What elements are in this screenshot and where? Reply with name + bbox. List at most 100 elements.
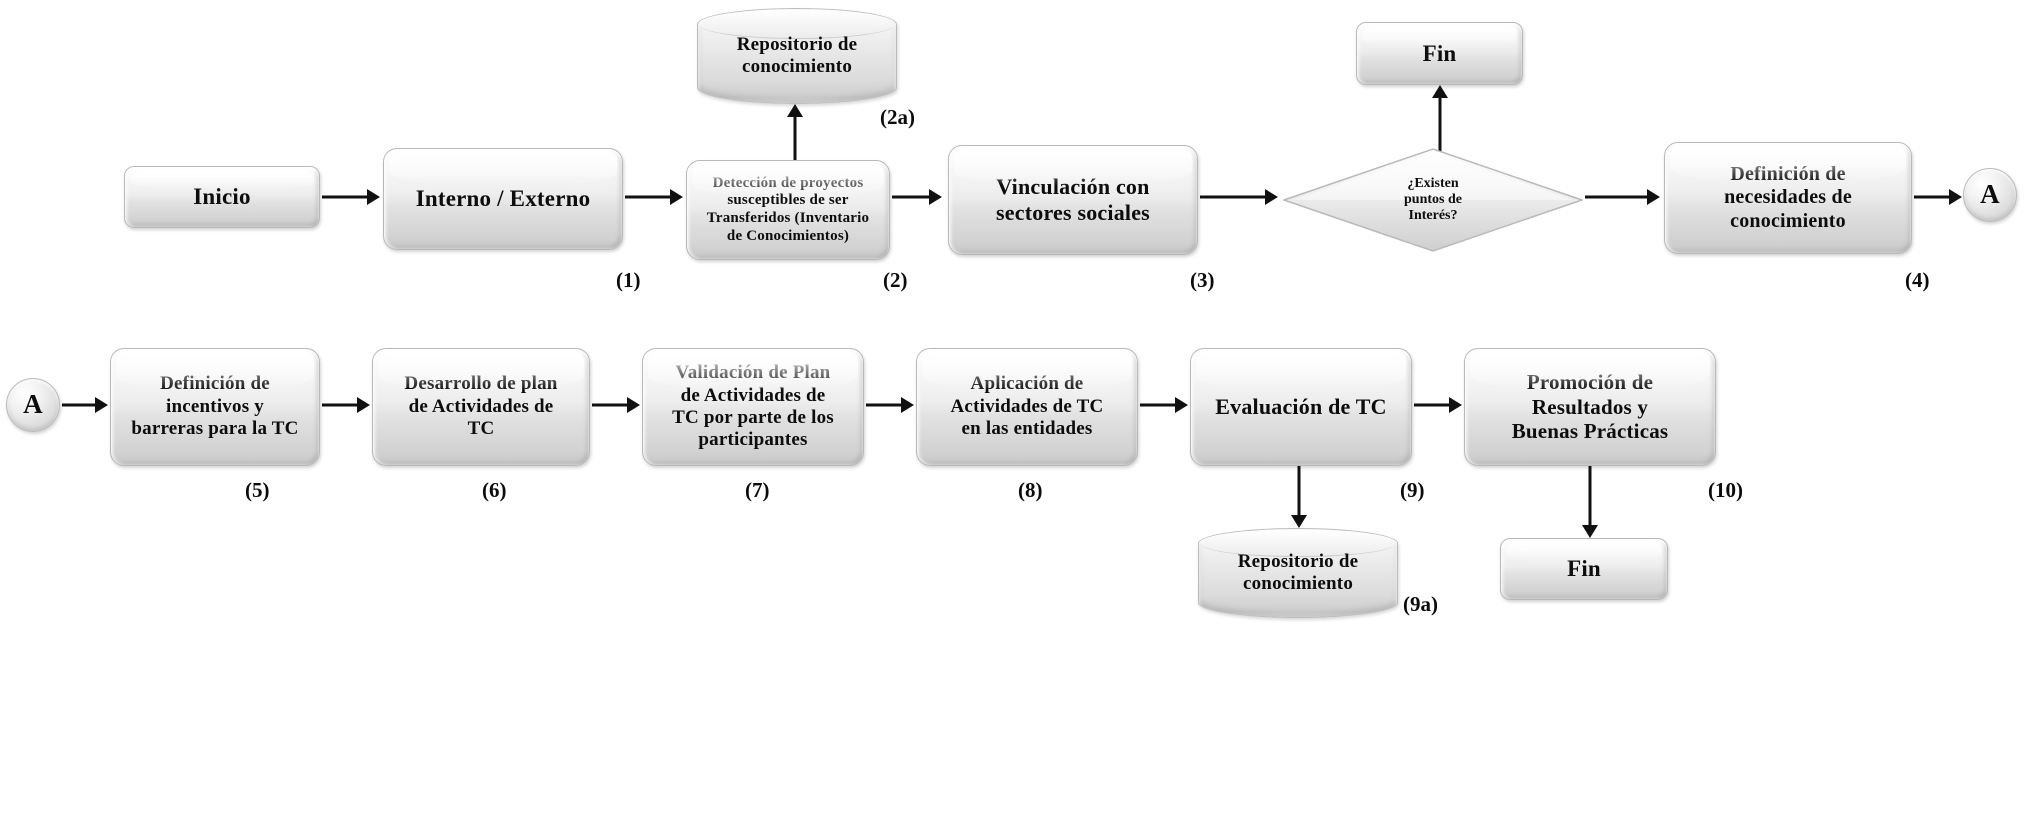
arrow-evaluacion-to-repositorio	[1291, 466, 1307, 528]
node-vinculacion-sectores[interactable]: Vinculación con sectores sociales	[948, 145, 1198, 255]
connector-a-entry[interactable]: A	[6, 378, 60, 432]
arrow-shaft	[62, 403, 96, 407]
label-line-1: Aplicación de	[970, 373, 1084, 395]
label-line-2: conocimiento	[741, 56, 853, 77]
node-label: Fin	[1422, 40, 1457, 66]
node-label: Detección de proyectos susceptibles de s…	[707, 175, 869, 246]
node-label: Desarrollo de plan de Actividades de TC	[404, 373, 557, 440]
node-inicio[interactable]: Inicio	[124, 166, 320, 228]
arrow-shaft	[1140, 403, 1176, 407]
node-desarrollo-plan[interactable]: Desarrollo de plan de Actividades de TC	[372, 348, 590, 466]
arrowhead	[1647, 189, 1660, 205]
node-validacion-plan[interactable]: Validación de Plan de Actividades de TC …	[642, 348, 864, 466]
label-line-3: Interés?	[1408, 208, 1458, 224]
arrow-connector-a-to-incentivos	[62, 397, 108, 413]
step-label-2a: (2a)	[880, 105, 915, 129]
node-deteccion-proyectos[interactable]: Detección de proyectos susceptibles de s…	[686, 160, 890, 260]
node-fin-bottom[interactable]: Fin	[1500, 538, 1668, 600]
step-label-1: (1)	[616, 268, 641, 292]
label-line-3: Buenas Prácticas	[1511, 419, 1669, 444]
label-line-2: susceptibles de ser	[727, 192, 849, 209]
arrow-shaft	[793, 114, 797, 161]
arrowhead	[1449, 397, 1462, 413]
label-line-1: Vinculación con	[996, 174, 1150, 200]
arrow-incentivos-to-desarrollo	[322, 397, 370, 413]
node-definicion-incentivos[interactable]: Definición de incentivos y barreras para…	[110, 348, 320, 466]
arrow-inicio-to-interno	[322, 189, 380, 205]
arrow-desarrollo-to-validacion	[592, 397, 640, 413]
label-line-1: Repositorio de	[736, 33, 858, 55]
step-label-3: (3)	[1190, 268, 1215, 292]
connector-label: A	[1980, 179, 2000, 210]
node-evaluacion-tc[interactable]: Evaluación de TC	[1190, 348, 1412, 466]
arrow-shaft	[1438, 95, 1442, 159]
arrow-shaft	[1297, 466, 1301, 518]
arrow-decision-to-fin	[1432, 85, 1448, 159]
label-line-2: conocimiento	[1242, 573, 1354, 594]
arrowhead	[787, 104, 803, 117]
arrow-shaft	[625, 195, 671, 199]
label-line-3: Transferidos (Inventario	[706, 210, 870, 226]
arrowhead	[670, 189, 683, 205]
node-aplicacion-actividades[interactable]: Aplicación de Actividades de TC en las e…	[916, 348, 1138, 466]
step-label-7: (7)	[745, 478, 770, 502]
connector-label: A	[23, 389, 43, 420]
arrow-interno-to-deteccion	[625, 189, 683, 205]
label-line-3: barreras para la TC	[131, 418, 299, 440]
node-fin-top[interactable]: Fin	[1356, 22, 1523, 85]
label-line-1: ¿Existen	[1407, 175, 1459, 191]
node-repositorio-conocimiento-9a[interactable]: Repositorio de conocimiento	[1198, 528, 1398, 618]
node-repositorio-conocimiento-2a[interactable]: Repositorio de conocimiento	[697, 8, 897, 104]
arrowhead	[367, 189, 380, 205]
arrowhead	[1265, 189, 1278, 205]
arrowhead	[1582, 525, 1598, 538]
label-line-2: Actividades de TC	[950, 395, 1104, 417]
arrowhead	[95, 397, 108, 413]
arrowhead	[357, 397, 370, 413]
arrow-shaft	[1200, 195, 1266, 199]
arrow-vinculacion-to-decision	[1200, 189, 1278, 205]
step-label-9: (9)	[1400, 478, 1425, 502]
node-decision-puntos-interes[interactable]: ¿Existen puntos de Interés?	[1283, 148, 1583, 252]
arrow-definicion-to-connector-a	[1914, 189, 1962, 205]
node-label: Repositorio de conocimiento	[1238, 551, 1358, 596]
step-label-6: (6)	[482, 478, 507, 502]
arrow-decision-to-definicion	[1585, 189, 1660, 205]
label-line-2: puntos de	[1404, 191, 1462, 207]
label-line-1: Detección de proyectos	[712, 174, 864, 191]
node-promocion-resultados[interactable]: Promoción de Resultados y Buenas Práctic…	[1464, 348, 1716, 466]
arrow-shaft	[1588, 466, 1592, 528]
step-label-2: (2)	[883, 268, 908, 292]
arrowhead	[1291, 515, 1307, 528]
node-label: Promoción de Resultados y Buenas Práctic…	[1512, 370, 1669, 444]
arrow-evaluacion-to-promocion	[1414, 397, 1462, 413]
connector-a-exit[interactable]: A	[1963, 168, 2017, 222]
label-line-2: de Actividades de	[680, 384, 826, 406]
node-label: Fin	[1567, 556, 1601, 582]
label-line-3: TC	[467, 418, 495, 440]
node-label: Repositorio de conocimiento	[737, 34, 857, 79]
diamond-shape-icon	[1283, 148, 1583, 252]
label-line-1: Validación de Plan	[675, 362, 831, 384]
node-label: Interno / Externo	[415, 186, 591, 212]
step-label-5: (5)	[245, 478, 270, 502]
arrow-shaft	[892, 195, 930, 199]
label-line-2: sectores sociales	[996, 200, 1150, 225]
label-line-3: TC por parte de los	[672, 407, 834, 428]
node-definicion-necesidades[interactable]: Definición de necesidades de conocimient…	[1664, 142, 1912, 254]
label-line-2: Resultados y	[1531, 394, 1649, 419]
node-interno-externo[interactable]: Interno / Externo	[383, 148, 623, 250]
arrow-shaft	[1585, 195, 1648, 199]
node-label: Aplicación de Actividades de TC en las e…	[951, 373, 1104, 440]
arrow-shaft	[592, 403, 628, 407]
arrow-validacion-to-aplicacion	[866, 397, 914, 413]
arrow-shaft	[866, 403, 902, 407]
node-label: Vinculación con sectores sociales	[996, 174, 1150, 226]
label-line-1: Promoción de	[1526, 369, 1654, 394]
node-label: Validación de Plan de Actividades de TC …	[672, 362, 834, 452]
arrow-deteccion-to-vinculacion	[892, 189, 942, 205]
arrow-shaft	[1914, 195, 1950, 199]
label-line-2: incentivos y	[166, 395, 264, 417]
node-label: ¿Existen puntos de Interés?	[1283, 148, 1583, 252]
step-label-9a: (9a)	[1403, 592, 1438, 616]
